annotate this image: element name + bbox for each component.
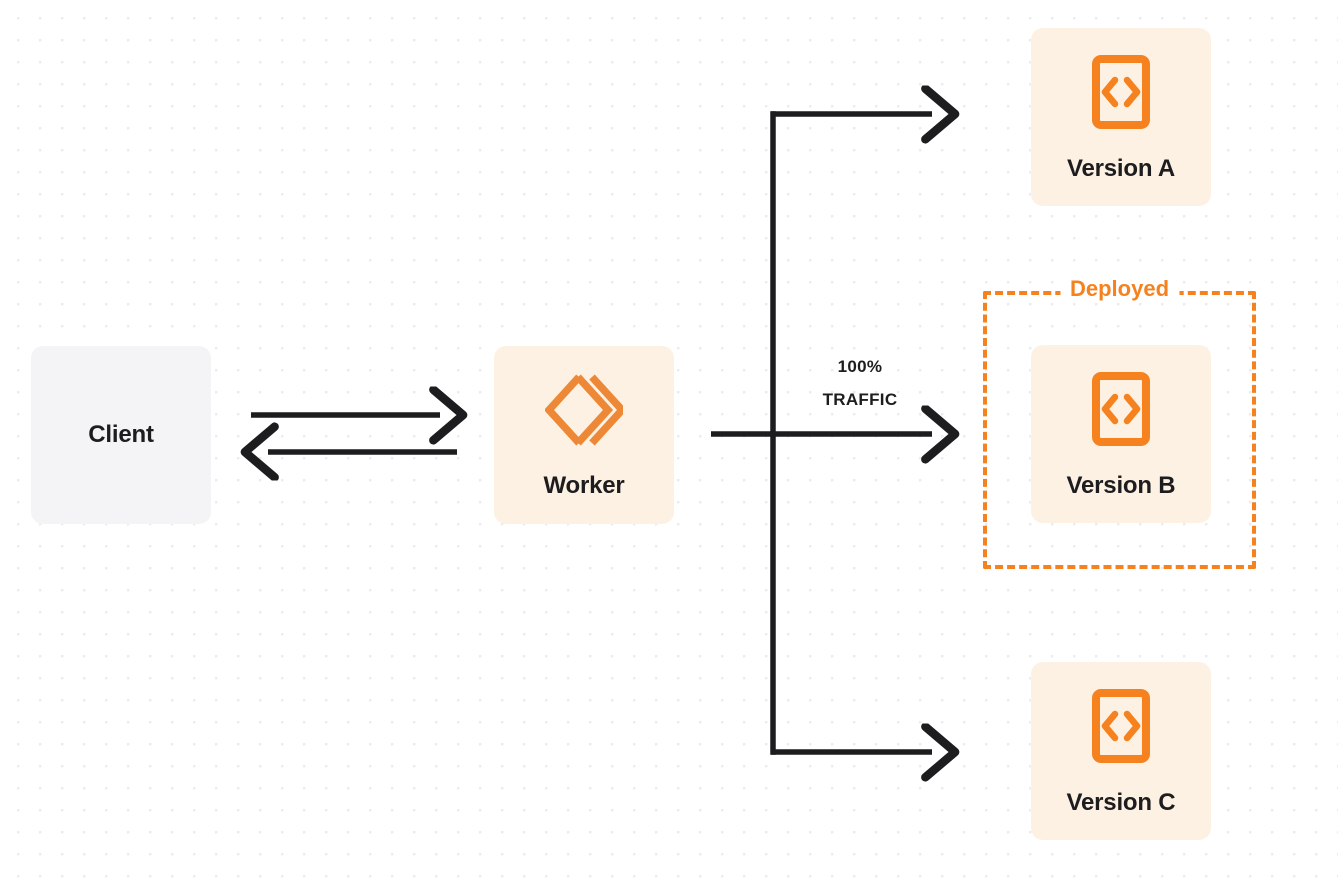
- group-deployed: Deployed: [983, 278, 1256, 569]
- traffic-label: 100% TRAFFIC: [790, 350, 930, 416]
- code-document-icon: [1091, 371, 1151, 452]
- cloudflare-workers-logo-icon: [543, 373, 628, 452]
- code-document-icon: [1091, 54, 1151, 135]
- node-client[interactable]: Client: [31, 346, 211, 524]
- node-version-b-label: Version B: [1066, 471, 1176, 499]
- node-worker[interactable]: Worker: [494, 346, 674, 524]
- code-document-icon: [1091, 688, 1151, 769]
- node-worker-label: Worker: [543, 471, 625, 499]
- traffic-percent: 100%: [837, 357, 883, 376]
- node-version-c[interactable]: Version C: [1031, 662, 1211, 840]
- node-client-label: Client: [88, 421, 154, 448]
- node-version-b[interactable]: Version B: [1031, 345, 1211, 523]
- group-deployed-label: Deployed: [1059, 278, 1180, 300]
- traffic-word: TRAFFIC: [822, 390, 898, 410]
- node-version-c-label: Version C: [1066, 788, 1176, 816]
- node-version-a[interactable]: Version A: [1031, 28, 1211, 206]
- node-version-a-label: Version A: [1066, 154, 1176, 182]
